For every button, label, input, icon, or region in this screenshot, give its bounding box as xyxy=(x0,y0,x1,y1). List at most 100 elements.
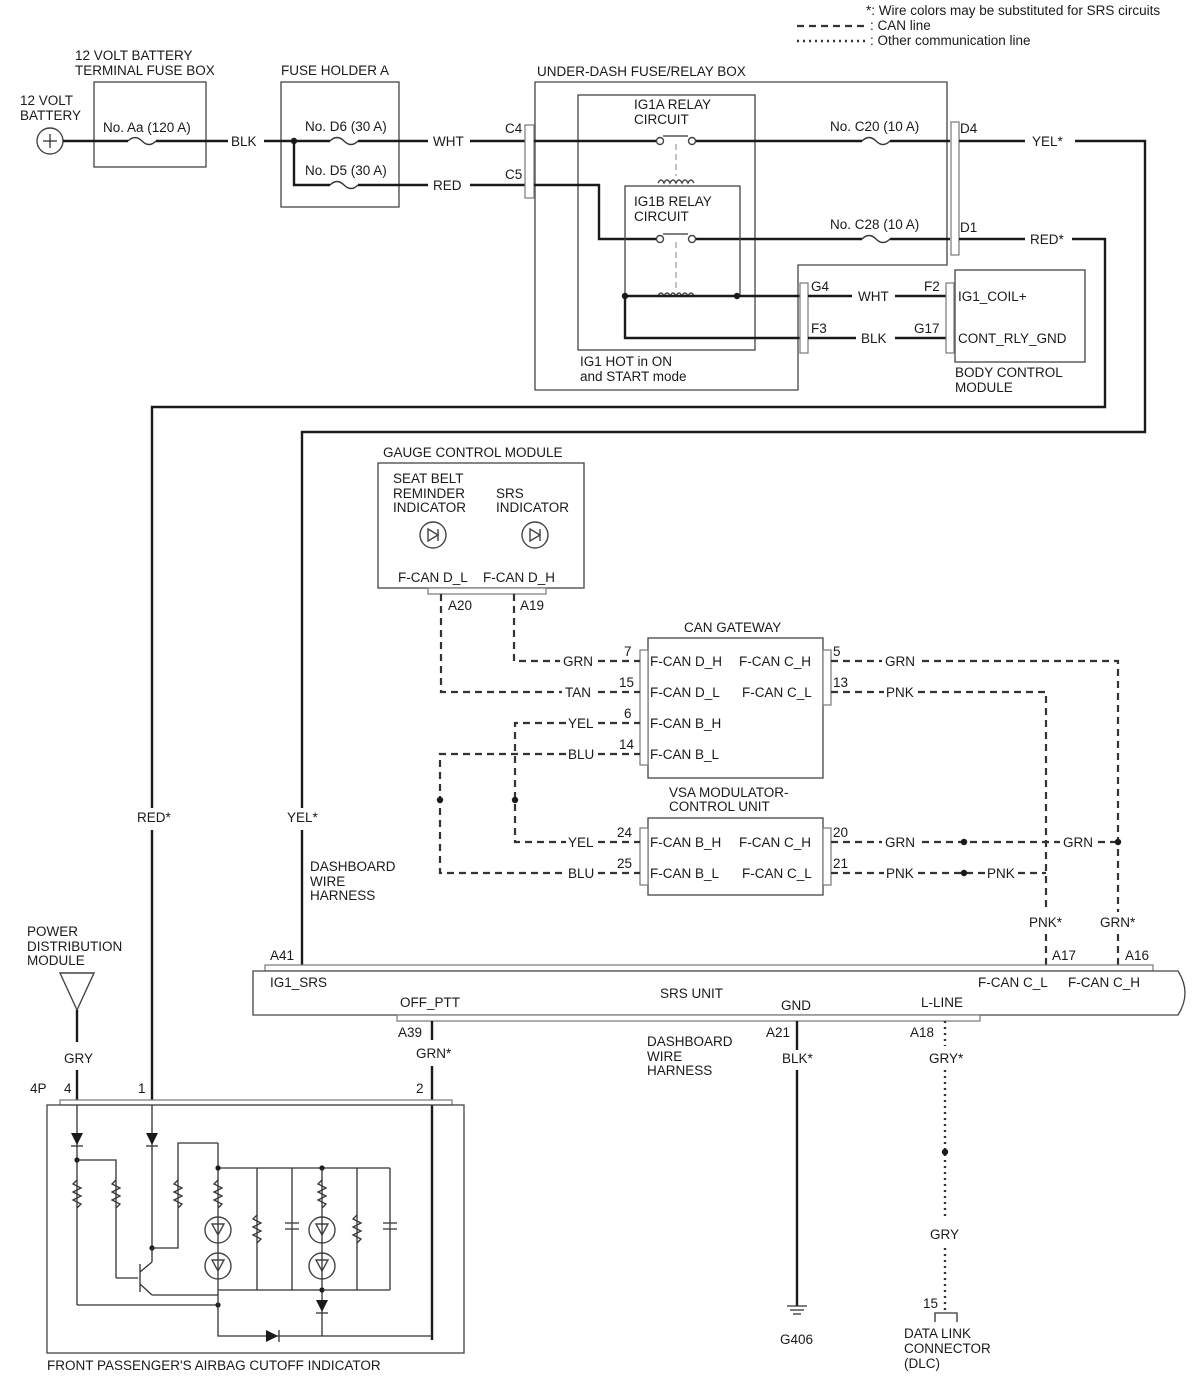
wire-pnk-star-label: PNK* xyxy=(1029,915,1063,930)
diode-bottom-icon xyxy=(266,1330,278,1342)
diode-pin1-icon xyxy=(146,1133,158,1145)
dlc-pin-15: 15 xyxy=(923,1296,938,1311)
fuse-aa-icon xyxy=(127,136,157,146)
harness-lower-3: HARNESS xyxy=(647,1063,712,1078)
wire-gw-yel-label: YEL xyxy=(568,716,594,731)
wire-pnk-far-label: PNK xyxy=(987,866,1015,881)
gateway-connector-left xyxy=(639,649,649,766)
dlc-label-1: DATA LINK xyxy=(904,1326,971,1341)
gateway-pin-dh: F-CAN D_H xyxy=(650,654,722,669)
under-dash-outline xyxy=(534,81,948,391)
wire-grn-star-offptt-label: GRN* xyxy=(416,1046,452,1061)
connector-g4-label: G4 xyxy=(811,279,830,294)
srs-unit-title: SRS UNIT xyxy=(660,986,723,1001)
battery-label-2: BATTERY xyxy=(20,108,81,123)
wire-red-label: RED xyxy=(433,178,462,193)
vsa-pin-21: 21 xyxy=(833,856,848,871)
diode-led-icon xyxy=(316,1300,328,1312)
relay-b-contact-2 xyxy=(687,234,697,244)
srs-indicator-label-1: SRS xyxy=(496,486,524,501)
fuse-d5-icon xyxy=(329,180,359,190)
lline-wire: GRY* GRY 15 DATA LINK CONNECTOR (DLC) xyxy=(904,1021,991,1371)
wire-red-to-indicator xyxy=(150,237,1107,808)
seatbelt-lamp-icon xyxy=(419,521,447,549)
connector-a17-label: A17 xyxy=(1052,948,1076,963)
ig1-hot-label-2: and START mode xyxy=(580,369,687,384)
vsa-connector-left xyxy=(639,827,649,886)
connector-f3-label: F3 xyxy=(811,321,827,336)
legend: *: Wire colors may be substituted for SR… xyxy=(797,3,1160,48)
srs-pin-off-ptt: OFF_PTT xyxy=(400,995,460,1010)
can-wire-cl-bus xyxy=(918,690,1048,912)
resistor-r1-icon xyxy=(71,1179,83,1209)
relay-b-contact-1 xyxy=(655,234,665,244)
splice-vsa-ch xyxy=(960,838,968,846)
airbag-cutoff-indicator: 4P 4 1 2 FRONT PASSENGER'S AIRBAG CUTOFF… xyxy=(30,1081,465,1373)
gateway-connector-right xyxy=(822,649,832,706)
power-feed-wires: BLK WHT RED C4 C5 xyxy=(63,121,1147,808)
indicator-connector xyxy=(59,1099,453,1106)
connector-a16-label: A16 xyxy=(1125,948,1149,963)
lower-harness-labels: DASHBOARD WIRE HARNESS xyxy=(647,1034,733,1078)
dlc-label-2: CONNECTOR xyxy=(904,1341,991,1356)
wire-grn-far-label: GRN xyxy=(1063,835,1093,850)
splice-can-bl xyxy=(436,796,444,804)
gateway-pin-5: 5 xyxy=(833,644,841,659)
srs-indicator-label-2: INDICATOR xyxy=(496,500,569,515)
harness-lower-2: WIRE xyxy=(647,1049,682,1064)
can-bus-wires: GRN TAN YEL YEL BLU BLU GRN PNK GRN GRN xyxy=(436,594,1136,968)
dlc-connector-icon xyxy=(934,1312,958,1322)
pdm-label-1: POWER xyxy=(27,924,78,939)
bcm-pin-cont-rly-gnd: CONT_RLY_GND xyxy=(958,331,1067,346)
connector-c5-label: C5 xyxy=(505,167,522,182)
battery-label-1: 12 VOLT xyxy=(20,93,73,108)
fuse-d5-label: No. D5 (30 A) xyxy=(305,163,387,178)
gateway-pin-15: 15 xyxy=(619,675,634,690)
fuse-c28-label: No. C28 (10 A) xyxy=(830,217,919,232)
splice-vsa-cl xyxy=(960,869,968,877)
harness-upper-3: HARNESS xyxy=(310,888,375,903)
resistor-r2-icon xyxy=(110,1179,122,1209)
wire-gry-pdm-label: GRY xyxy=(64,1051,93,1066)
resistor-r3-icon xyxy=(172,1179,184,1209)
legend-other-label: : Other communication line xyxy=(870,33,1031,48)
wire-gry-star-label: GRY* xyxy=(929,1051,964,1066)
wire-vsa-grn-label: GRN xyxy=(885,835,915,850)
vsa-outline xyxy=(647,817,824,896)
gauge-title: GAUGE CONTROL MODULE xyxy=(383,445,563,460)
legend-can-label: : CAN line xyxy=(870,18,931,33)
led-2-icon xyxy=(204,1252,232,1280)
gateway-pin-cl: F-CAN C_L xyxy=(742,685,812,700)
can-wire-ch-bus xyxy=(922,659,1120,912)
relay-a-label-2: CIRCUIT xyxy=(634,112,689,127)
srs-pin-fcan-cl: F-CAN C_L xyxy=(978,975,1048,990)
bcm-pin-ig1-coil: IG1_COIL+ xyxy=(958,289,1027,304)
vsa-pin-20: 20 xyxy=(833,825,848,840)
wire-blk-bcm-label: BLK xyxy=(861,331,887,346)
gateway-pin-14: 14 xyxy=(619,737,635,752)
gateway-pin-bl: F-CAN B_L xyxy=(650,747,720,762)
indicator-title: FRONT PASSENGER'S AIRBAG CUTOFF INDICATO… xyxy=(47,1358,381,1373)
wire-gw-grn-label: GRN xyxy=(563,654,593,669)
power-distribution-module: POWER DISTRIBUTION MODULE GRY xyxy=(27,924,122,1100)
vsa-connector-right xyxy=(822,827,832,886)
bcm-title-1: BODY CONTROL xyxy=(955,365,1063,380)
splice-can-bh xyxy=(511,796,519,804)
legend-note: *: Wire colors may be substituted for SR… xyxy=(866,3,1160,18)
fuse-holder-a-outline xyxy=(280,81,400,208)
harness-upper-2: WIRE xyxy=(310,874,345,889)
pdm-triangle-icon xyxy=(58,972,96,1012)
wire-blk-star-label: BLK* xyxy=(782,1051,814,1066)
wire-vsa-blu-label: BLU xyxy=(568,866,594,881)
wire-coil-to-f3 xyxy=(623,296,800,340)
connector-d1-label: D1 xyxy=(960,220,977,235)
splice-bus-ch xyxy=(1114,838,1122,846)
vsa-title-2: CONTROL UNIT xyxy=(669,799,770,814)
wire-gw-grn-r-label: GRN xyxy=(885,654,915,669)
indicator-pin-1: 1 xyxy=(138,1081,146,1096)
pdm-label-2: DISTRIBUTION xyxy=(27,939,122,954)
terminal-fuse-box-title-2: TERMINAL FUSE BOX xyxy=(75,63,215,78)
wire-red-star-label: RED* xyxy=(1030,232,1065,247)
relay-a-coil-icon xyxy=(657,179,695,185)
